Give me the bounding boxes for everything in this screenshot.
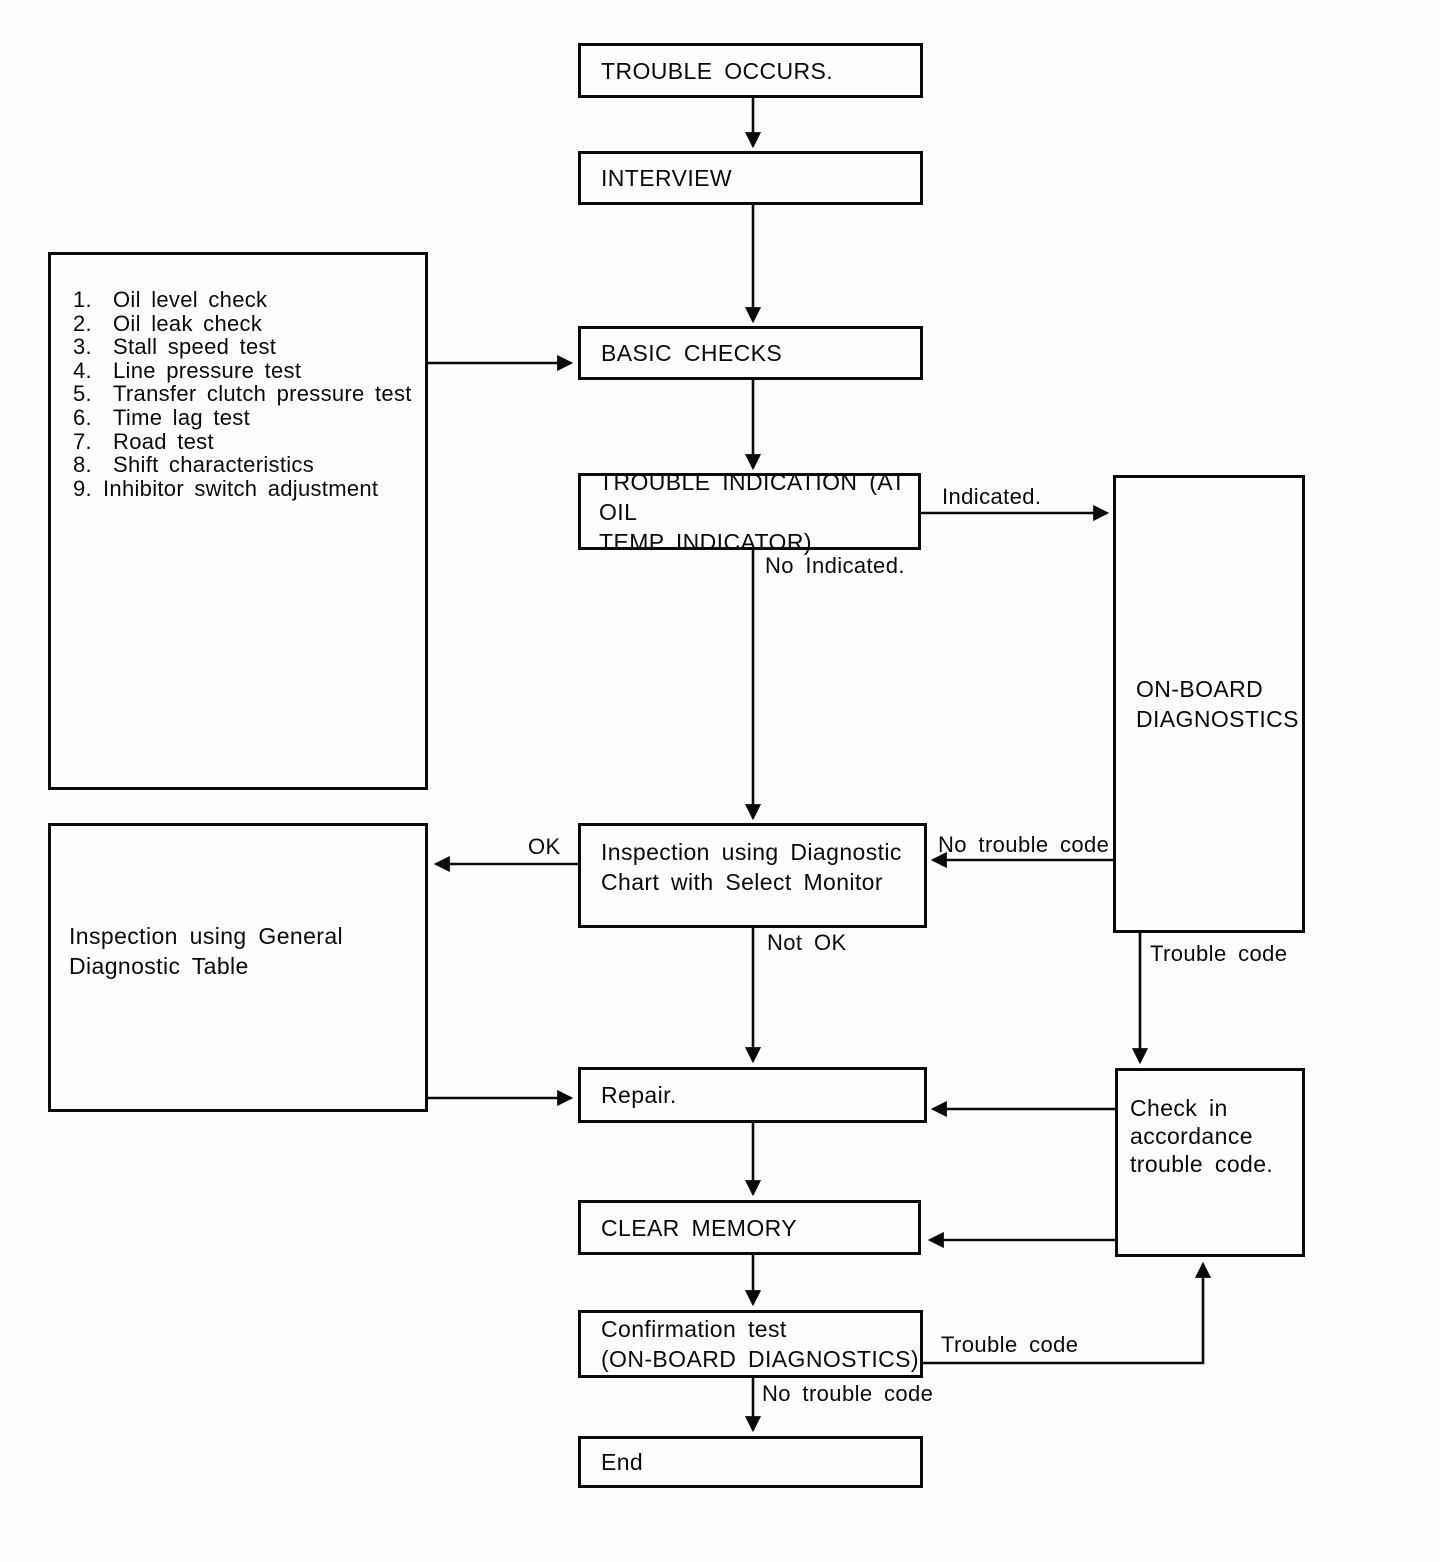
checklist-item-text: Transfer clutch pressure test bbox=[113, 381, 412, 407]
edge-label-ok: OK bbox=[528, 834, 561, 859]
node-basic-checks-list: 1. Oil level check 2. Oil leak check 3. … bbox=[48, 252, 428, 790]
node-check-accordance-line3: trouble code. bbox=[1130, 1151, 1274, 1177]
node-trouble-occurs-label: TROUBLE OCCURS. bbox=[601, 57, 834, 84]
node-end-label: End bbox=[601, 1449, 644, 1475]
node-inspection-general-table: Inspection using General Diagnostic Tabl… bbox=[48, 823, 428, 1112]
node-inspection-select-monitor-line2: Chart with Select Monitor bbox=[601, 869, 883, 895]
node-on-board-diagnostics-line1: ON-BOARD bbox=[1136, 676, 1264, 702]
node-end: End bbox=[578, 1436, 923, 1488]
node-clear-memory: CLEAR MEMORY bbox=[578, 1200, 921, 1255]
checklist-item-text: Oil leak check bbox=[113, 310, 263, 336]
checklist-item-text: Shift characteristics bbox=[113, 452, 315, 478]
checklist-item: 2. Oil leak check bbox=[73, 310, 419, 336]
node-basic-checks: BASIC CHECKS bbox=[578, 326, 923, 380]
checklist-item-text: Time lag test bbox=[113, 404, 251, 430]
node-check-accordance: Check in accordance trouble code. bbox=[1115, 1068, 1305, 1257]
node-confirmation-test: Confirmation test (ON-BOARD DIAGNOSTICS) bbox=[578, 1310, 923, 1378]
checklist-item-number: 2. bbox=[73, 310, 92, 336]
node-confirmation-test-line2: (ON-BOARD DIAGNOSTICS) bbox=[601, 1346, 919, 1372]
node-repair: Repair. bbox=[578, 1067, 927, 1123]
edge-label-indicated: Indicated. bbox=[942, 484, 1042, 509]
checklist-item: 6. Time lag test bbox=[73, 406, 419, 430]
checklist-item-number: 4. bbox=[73, 357, 92, 383]
checklist-item-text: Road test bbox=[113, 428, 214, 454]
node-check-accordance-line2: accordance bbox=[1130, 1123, 1253, 1149]
node-trouble-indication-line1: TROUBLE INDICATION (AT OIL bbox=[599, 468, 906, 525]
edge-label-trouble-code-bottom: Trouble code bbox=[941, 1332, 1079, 1357]
checklist-item: 9. Inhibitor switch adjustment bbox=[73, 477, 419, 501]
edge-label-not-ok: Not OK bbox=[767, 930, 847, 955]
node-repair-label: Repair. bbox=[601, 1082, 677, 1108]
checklist-item-number: 1. bbox=[73, 287, 92, 312]
edge-label-no-trouble-code-top: No trouble code bbox=[938, 832, 1110, 857]
node-check-accordance-line1: Check in bbox=[1130, 1095, 1228, 1121]
checklist-item: 8. Shift characteristics bbox=[73, 453, 419, 477]
checklist-item-text: Stall speed test bbox=[113, 334, 277, 360]
checklist-item: 7. Road test bbox=[73, 428, 419, 454]
checklist-item-number: 8. bbox=[73, 452, 92, 478]
checklist-item: 4. Line pressure test bbox=[73, 359, 419, 383]
checklist-item-number: 9. bbox=[73, 475, 92, 501]
checklist-item-number: 3. bbox=[73, 334, 92, 360]
node-basic-checks-label: BASIC CHECKS bbox=[601, 340, 783, 366]
node-interview: INTERVIEW bbox=[578, 151, 923, 205]
edge-label-no-indicated: No Indicated. bbox=[765, 553, 905, 578]
node-confirmation-test-line1: Confirmation test bbox=[601, 1316, 787, 1342]
node-clear-memory-label: CLEAR MEMORY bbox=[601, 1214, 797, 1241]
node-trouble-occurs: TROUBLE OCCURS. bbox=[578, 43, 923, 98]
edge-label-no-trouble-code-bottom: No trouble code bbox=[762, 1381, 934, 1406]
checklist-item: 3. Stall speed test bbox=[73, 335, 419, 359]
node-inspection-select-monitor: Inspection using Diagnostic Chart with S… bbox=[578, 823, 927, 928]
edge-label-trouble-code-right: Trouble code bbox=[1150, 941, 1288, 966]
node-on-board-diagnostics: ON-BOARD DIAGNOSTICS bbox=[1113, 475, 1305, 933]
checklist-item: 1. Oil level check bbox=[73, 288, 419, 312]
checklist-item-number: 6. bbox=[73, 404, 92, 430]
node-trouble-indication: TROUBLE INDICATION (AT OIL TEMP INDICATO… bbox=[578, 469, 921, 555]
node-interview-label: INTERVIEW bbox=[601, 165, 732, 191]
node-trouble-indication-line2: TEMP INDICATOR) bbox=[599, 528, 812, 555]
checklist-item-number: 7. bbox=[73, 428, 92, 454]
checklist-item-text: Line pressure test bbox=[113, 357, 302, 383]
node-on-board-diagnostics-line2: DIAGNOSTICS bbox=[1136, 706, 1299, 732]
node-inspection-general-table-line2: Diagnostic Table bbox=[69, 953, 249, 979]
node-inspection-general-table-line1: Inspection using General bbox=[69, 923, 344, 949]
edge-trouble-code-to-check-accordance-return bbox=[923, 1261, 1212, 1365]
checklist-item-number: 5. bbox=[73, 381, 92, 407]
checklist-item-text: Inhibitor switch adjustment bbox=[103, 475, 379, 501]
node-inspection-select-monitor-line1: Inspection using Diagnostic bbox=[601, 839, 902, 865]
checklist-item: 5. Transfer clutch pressure test bbox=[73, 382, 419, 406]
checklist-item-text: Oil level check bbox=[113, 287, 268, 312]
